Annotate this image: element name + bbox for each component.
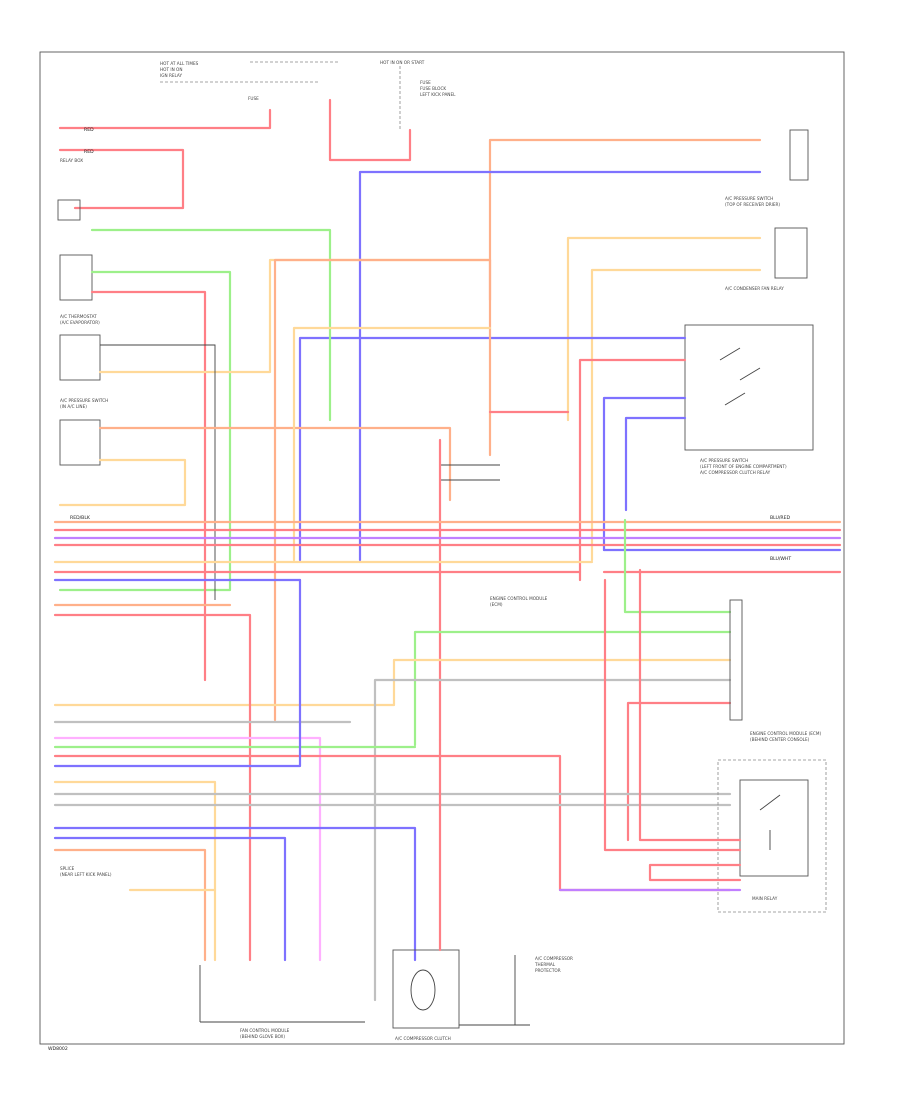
- label-ac-pressure-switch-top: A/C PRESSURE SWITCH: [725, 196, 773, 201]
- label-fuse-center: FUSE: [420, 80, 431, 85]
- wire-label-red-1: RED: [84, 127, 94, 133]
- bus-label-2: BLU/RED: [770, 515, 790, 521]
- bus-label-3: BLU/WHT: [770, 556, 791, 562]
- label-ac-pressure-switch-left: A/C PRESSURE SWITCH: [60, 398, 108, 403]
- wire-label-red-2: RED: [84, 149, 94, 155]
- label-thermal: THERMAL: [534, 962, 556, 967]
- right-mid-relay: A/C PRESSURE SWITCH (LEFT FRONT OF ENGIN…: [298, 324, 814, 582]
- left-mid-components: A/C THERMOSTAT (A/C EVAPORATOR) A/C PRES…: [58, 228, 492, 682]
- label-main-relay: MAIN RELAY: [752, 896, 778, 901]
- right-top-components: A/C PRESSURE SWITCH (TOP OF RECEIVER DRI…: [358, 129, 809, 562]
- label-compressor-clutch-relay: A/C COMPRESSOR CLUTCH RELAY: [700, 470, 771, 475]
- label-ecm-center: ENGINE CONTROL MODULE: [490, 596, 548, 601]
- label-in-ac-line: (IN A/C LINE): [60, 404, 87, 409]
- center-ecm: ENGINE CONTROL MODULE (ECM) ENGINE CONTR…: [53, 518, 821, 1002]
- label-hot-at-all-times: HOT AT ALL TIMES: [160, 61, 199, 66]
- label-hot-in-on: HOT IN ON: [160, 67, 182, 72]
- label-compressor-thermal: A/C COMPRESSOR: [535, 956, 573, 961]
- diagram-id-code: WD8002: [48, 1046, 68, 1052]
- horizontal-bus: RED/BLK BLU/RED BLU/WHT: [53, 515, 842, 582]
- label-fan-control-module: FAN CONTROL MODULE: [240, 1028, 290, 1033]
- label-relay-box: RELAY BOX: [60, 158, 83, 163]
- label-ecm-center-abbr: (ECM): [490, 602, 503, 607]
- label-behind-console: (BEHIND CENTER CONSOLE): [750, 737, 810, 742]
- label-ecm-right: ENGINE CONTROL MODULE (ECM): [750, 731, 821, 736]
- label-splice-left: SPLICE: [60, 866, 75, 871]
- label-left-kick-panel: LEFT KICK PANEL: [420, 92, 456, 97]
- label-receiver-drier: (TOP OF RECEIVER DRIER): [725, 202, 780, 207]
- bottom-fan-control: FAN CONTROL MODULE (BEHIND GLOVE BOX): [199, 965, 365, 1039]
- top-center-fuse-block: HOT IN ON OR START FUSE FUSE BLOCK LEFT …: [250, 60, 456, 162]
- label-hot-in-on-or-start: HOT IN ON OR START: [380, 60, 425, 65]
- label-condenser-fan-relay: A/C CONDENSER FAN RELAY: [725, 286, 784, 291]
- center-orange-feeds: [273, 258, 570, 742]
- label-near-kick-panel: (NEAR LEFT KICK PANEL): [60, 872, 112, 877]
- label-behind-glove-box: (BEHIND GLOVE BOX): [240, 1034, 285, 1039]
- diagram-border: [39, 51, 845, 1045]
- label-ac-pressure-switch-mid: A/C PRESSURE SWITCH: [700, 458, 748, 463]
- right-lower-main-relay: MAIN RELAY: [558, 568, 827, 913]
- label-ac-evaporator: (A/C EVAPORATOR): [60, 320, 100, 325]
- label-protector: PROTECTOR: [535, 968, 561, 973]
- bottom-compressor: A/C COMPRESSOR THERMAL PROTECTOR A/C COM…: [392, 738, 573, 1041]
- bus-label-1: RED/BLK: [70, 515, 91, 521]
- label-ac-thermostat: A/C THERMOSTAT: [60, 314, 97, 319]
- left-lower-lines: SPLICE (NEAR LEFT KICK PANEL): [53, 578, 732, 962]
- label-fuse-block: FUSE BLOCK: [420, 86, 446, 91]
- label-fuse-left: FUSE: [248, 96, 259, 101]
- top-left-power-feed: HOT AT ALL TIMES HOT IN ON IGN RELAY FUS…: [57, 61, 320, 221]
- label-compressor-clutch: A/C COMPRESSOR CLUTCH: [395, 1036, 451, 1041]
- label-left-front-engine: (LEFT FRONT OF ENGINE COMPARTMENT): [700, 464, 787, 469]
- label-ign-relay: IGN RELAY: [160, 73, 182, 78]
